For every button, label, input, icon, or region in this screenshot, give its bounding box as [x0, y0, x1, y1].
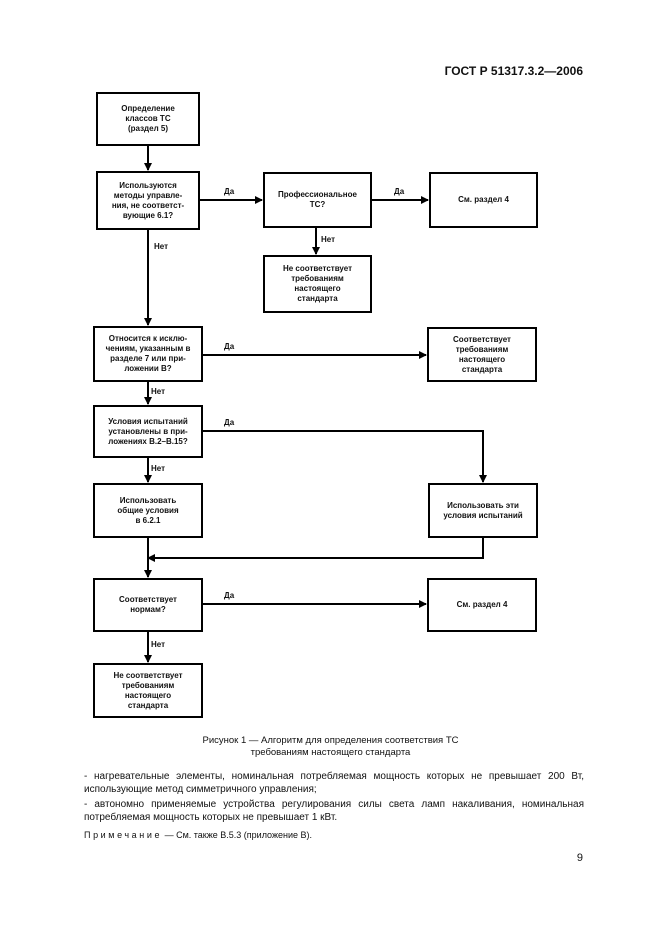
box-exceptions: Относится к исклю- чениям, указанным в р… [93, 326, 203, 382]
box-control-methods: Используются методы управле- ния, не соо… [96, 171, 200, 230]
arrow-testconditions-to-useconditions [203, 430, 487, 483]
label-no: Нет [151, 387, 166, 396]
body-paragraph: - автономно применяемые устройства регул… [84, 799, 584, 823]
label-yes: Да [224, 591, 235, 600]
box-not-comply-b: Не соответствует требованиям настоящего … [93, 663, 203, 718]
box-not-comply-a: Не соответствует требованиям настоящего … [263, 255, 372, 313]
note-label: Примечание [84, 830, 163, 840]
page-number: 9 [576, 852, 583, 864]
label-no: Нет [154, 242, 169, 251]
box-see-section4-a: См. раздел 4 [429, 172, 538, 228]
box-complies: Соответствует требованиям настоящего ста… [427, 327, 537, 382]
box-see-section4-b: См. раздел 4 [427, 578, 537, 632]
label-yes: Да [224, 187, 235, 196]
box-professional: Профессиональное ТС? [263, 172, 372, 228]
box-define-class: Определение классов ТС (раздел 5) [96, 92, 200, 146]
box-test-conditions: Условия испытаний установлены в при- лож… [93, 405, 203, 458]
box-general-conditions: Использовать общие условия в 6.2.1 [93, 483, 203, 538]
figure-caption: Рисунок 1 — Алгоритм для определения соо… [202, 735, 459, 758]
document-id: ГОСТ Р 51317.3.2—2006 [444, 64, 583, 78]
box-meets-norms: Соответствует нормам? [93, 578, 203, 632]
note-text: — См. также В.5.3 (приложение В). [162, 830, 312, 840]
arrow-useconditions-merge [147, 538, 484, 562]
label-yes: Да [224, 418, 235, 427]
box-use-these-conditions: Использовать эти условия испытаний [428, 483, 538, 538]
note: Примечание — См. также В.5.3 (приложение… [84, 830, 312, 840]
label-no: Нет [151, 640, 166, 649]
label-no: Нет [151, 464, 166, 473]
label-yes: Да [224, 342, 235, 351]
label-no: Нет [321, 235, 336, 244]
label-yes: Да [394, 187, 405, 196]
body-paragraph: - нагревательные элементы, номинальная п… [84, 771, 584, 795]
